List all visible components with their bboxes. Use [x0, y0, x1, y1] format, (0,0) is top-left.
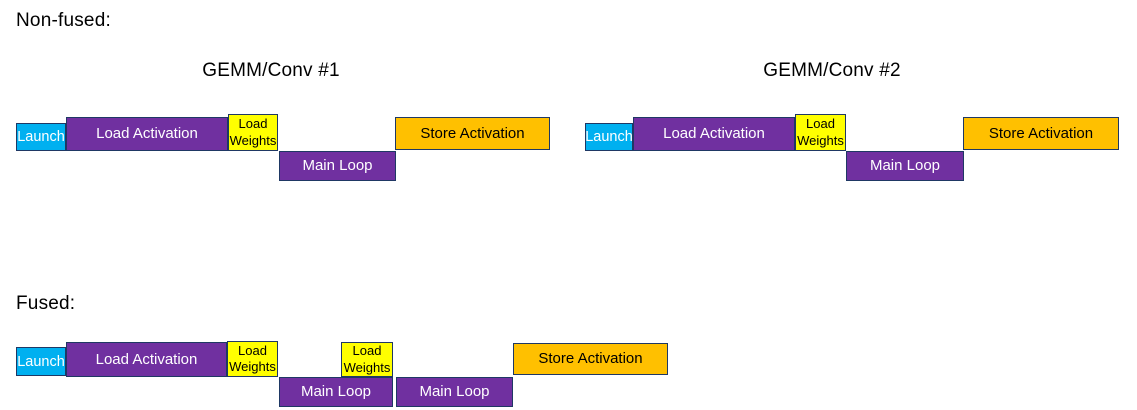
fused-load-weights-b-box: Load Weights — [341, 342, 393, 377]
fused-load-weights-a-box: Load Weights — [227, 341, 278, 377]
fused-main-loop-b-box: Main Loop — [396, 377, 513, 407]
fused-main-loop-a-box: Main Loop — [279, 377, 393, 407]
non-fused-store-activation-2-box: Store Activation — [963, 117, 1119, 150]
non-fused-load-weights-1-box: Load Weights — [228, 114, 278, 151]
fused-store-activation-box: Store Activation — [513, 343, 668, 375]
fused-load-activation-box: Load Activation — [66, 342, 227, 377]
non-fused-launch-1-box: Launch — [16, 123, 66, 151]
non-fused-load-activation-1-box: Load Activation — [66, 117, 228, 151]
fused-launch-box: Launch — [16, 347, 66, 376]
group-title-gemm-conv-1: GEMM/Conv #1 — [202, 60, 340, 81]
non-fused-load-activation-2-box: Load Activation — [633, 117, 795, 151]
non-fused-main-loop-2-box: Main Loop — [846, 151, 964, 181]
section-label-non-fused: Non-fused: — [16, 10, 111, 31]
section-label-fused: Fused: — [16, 293, 76, 314]
non-fused-main-loop-1-box: Main Loop — [279, 151, 396, 181]
non-fused-launch-2-box: Launch — [585, 123, 633, 151]
non-fused-store-activation-1-box: Store Activation — [395, 117, 550, 150]
group-title-gemm-conv-2: GEMM/Conv #2 — [763, 60, 901, 81]
non-fused-load-weights-2-box: Load Weights — [795, 114, 846, 151]
